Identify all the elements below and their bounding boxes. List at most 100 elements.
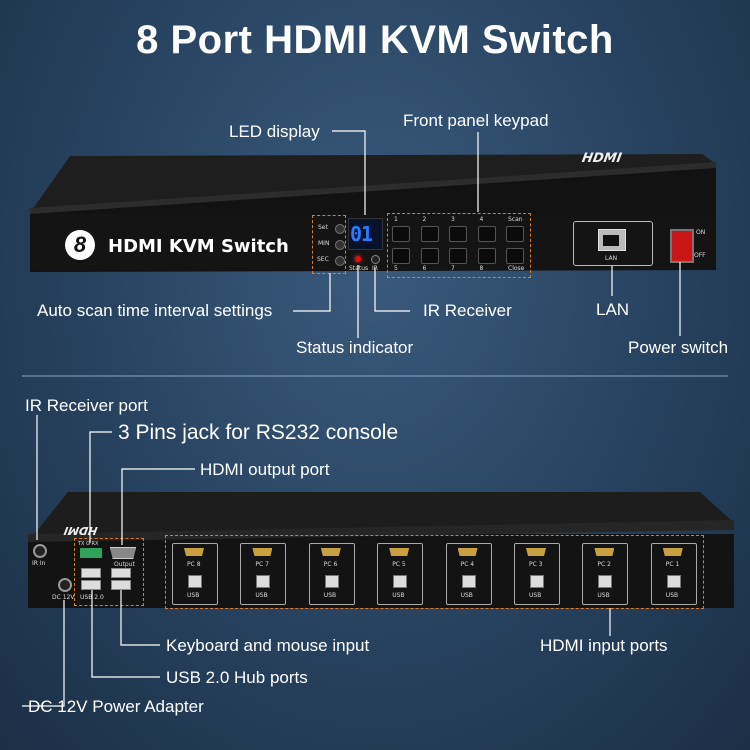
top-key-4[interactable] xyxy=(477,226,496,242)
hdmi-input-port-icon[interactable] xyxy=(594,548,615,556)
time-settings-frame xyxy=(312,215,346,274)
ir-in-text: IR In xyxy=(32,560,46,567)
key-label: 8 xyxy=(479,265,484,272)
key-label: 4 xyxy=(479,216,484,223)
pc-label: PC 3 xyxy=(529,561,543,568)
hdmi-input-port-icon[interactable] xyxy=(389,548,410,556)
sec-label: SEC xyxy=(317,256,329,263)
top-key-1[interactable] xyxy=(392,226,410,242)
label-power-switch: Power switch xyxy=(628,338,729,357)
hdmi-input-port-icon[interactable] xyxy=(184,548,204,556)
usb-label: USB xyxy=(255,592,268,599)
pc-port-group xyxy=(582,543,629,605)
label-status: Status indicator xyxy=(296,338,414,357)
usb-b-port-icon[interactable] xyxy=(461,575,476,588)
pc-label: PC 7 xyxy=(255,561,269,568)
keypad-frame xyxy=(387,213,531,278)
keyboard-port-icon[interactable] xyxy=(111,568,131,578)
usb-b-port-icon[interactable] xyxy=(666,575,681,588)
hdmi-input-port-icon[interactable] xyxy=(457,548,478,556)
usb-label: USB xyxy=(187,592,200,599)
on-label: ON xyxy=(696,229,706,236)
label-keypad: Front panel keypad xyxy=(403,111,549,130)
bottom-key-8[interactable] xyxy=(477,248,496,264)
key-label: Close xyxy=(508,265,525,272)
led-digits: 01 xyxy=(350,222,373,246)
usb-hub-port-icon[interactable] xyxy=(81,580,101,590)
label-usb-hub: USB 2.0 Hub ports xyxy=(166,668,308,687)
min-label: MIN xyxy=(318,240,330,247)
pc-port-group xyxy=(445,543,492,605)
dc-jack-icon[interactable] xyxy=(58,578,72,592)
bottom-key-close[interactable] xyxy=(506,248,524,264)
lan-port-hole xyxy=(603,235,619,246)
key-label: 6 xyxy=(422,265,427,272)
usb-label: USB xyxy=(665,592,679,599)
key-label: 7 xyxy=(451,265,455,272)
hdmi-input-port-icon[interactable] xyxy=(252,548,273,556)
power-switch[interactable] xyxy=(670,229,694,263)
usb-hub-port-icon[interactable] xyxy=(81,568,101,578)
hdmi-input-port-icon[interactable] xyxy=(526,548,546,556)
pc-port-group xyxy=(650,543,697,605)
rs232-terminal-icon[interactable] xyxy=(80,548,102,558)
dc-text: DC 12V xyxy=(52,594,75,601)
min-button[interactable] xyxy=(335,240,345,250)
label-hdmi-output: HDMI output port xyxy=(200,460,330,479)
bottom-key-5[interactable] xyxy=(392,248,410,264)
page-title: 8 Port HDMI KVM Switch xyxy=(136,18,614,62)
label-ir-receiver: IR Receiver xyxy=(423,301,512,320)
output-text: Output xyxy=(114,561,135,568)
top-key-2[interactable] xyxy=(420,226,439,242)
key-label: 5 xyxy=(394,265,398,272)
pc-port-group xyxy=(514,543,560,605)
usb-b-port-icon[interactable] xyxy=(530,575,544,588)
pc-port-group xyxy=(240,543,287,605)
pc-label: PC 6 xyxy=(323,561,338,568)
sec-button[interactable] xyxy=(335,256,345,266)
usb-b-port-icon[interactable] xyxy=(598,575,613,588)
status-led-icon xyxy=(355,256,361,262)
pc-label: PC 5 xyxy=(392,561,406,568)
hdmi-input-port-icon[interactable] xyxy=(662,548,683,556)
usb-b-port-icon[interactable] xyxy=(256,575,271,588)
usb-b-port-icon[interactable] xyxy=(324,575,339,588)
hdmi-input-port-icon[interactable] xyxy=(320,548,341,556)
brand-name: HDMI KVM Switch xyxy=(108,236,289,257)
bottom-key-6[interactable] xyxy=(420,248,439,264)
txrx-text: TX G RX xyxy=(78,541,99,547)
label-rs232: 3 Pins jack for RS232 console xyxy=(118,421,399,444)
key-label: 3 xyxy=(451,216,455,223)
usb-b-port-icon[interactable] xyxy=(393,575,408,588)
off-label: OFF xyxy=(694,252,706,259)
top-key-3[interactable] xyxy=(449,226,467,242)
label-dc-adapter: DC 12V Power Adapter xyxy=(28,697,204,716)
label-auto-scan: Auto scan time interval settings xyxy=(37,301,273,320)
usb-label: USB xyxy=(323,592,337,599)
pc-port-group xyxy=(377,543,424,605)
usb-label: USB xyxy=(460,592,473,599)
mouse-port-icon[interactable] xyxy=(111,580,131,590)
pc-label: PC 2 xyxy=(597,561,611,568)
pc-port-group xyxy=(172,543,218,605)
usb-label: USB xyxy=(597,592,610,599)
hdmi-inputs-frame xyxy=(165,535,704,609)
set-label: Set xyxy=(318,224,328,231)
top-key-scan[interactable] xyxy=(506,226,524,242)
ir-in-jack-icon[interactable] xyxy=(33,544,47,558)
lan-panel xyxy=(573,221,653,266)
brand-number: 8 xyxy=(73,232,87,257)
rear-panel-device xyxy=(28,492,734,608)
usb-label: USB xyxy=(529,592,542,599)
key-label: 1 xyxy=(394,216,398,223)
usb-b-port-icon[interactable] xyxy=(188,575,202,588)
pc-port-group xyxy=(308,543,355,605)
set-button[interactable] xyxy=(335,224,345,234)
key-label: Scan xyxy=(508,216,523,223)
bottom-key-7[interactable] xyxy=(449,248,467,264)
usb-label: USB xyxy=(392,592,405,599)
brand-badge-icon xyxy=(65,230,95,260)
label-lan: LAN xyxy=(596,300,630,319)
